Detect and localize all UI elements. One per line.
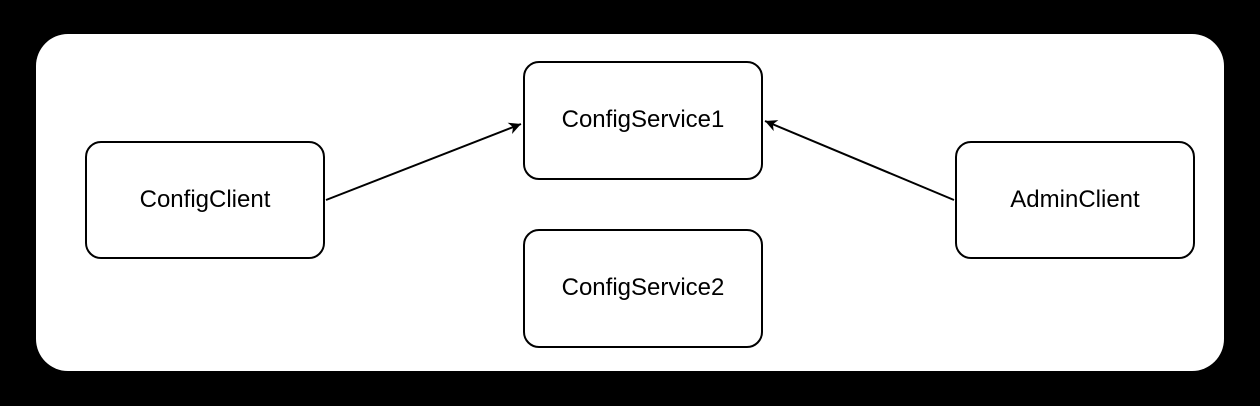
node-config-client-label: ConfigClient — [139, 185, 271, 213]
node-admin-client: AdminClient — [955, 141, 1195, 259]
node-config-client: ConfigClient — [85, 141, 325, 259]
node-config-service-2: ConfigService2 — [523, 229, 763, 348]
node-config-service-2-label: ConfigService2 — [561, 274, 725, 302]
edge-adminclient-to-configservice1 — [764, 120, 955, 201]
edge-configclient-to-configservice1 — [325, 122, 522, 201]
node-admin-client-label: AdminClient — [1010, 185, 1140, 213]
node-config-service-1: ConfigService1 — [523, 61, 763, 180]
node-config-service-1-label: ConfigService1 — [561, 106, 725, 134]
